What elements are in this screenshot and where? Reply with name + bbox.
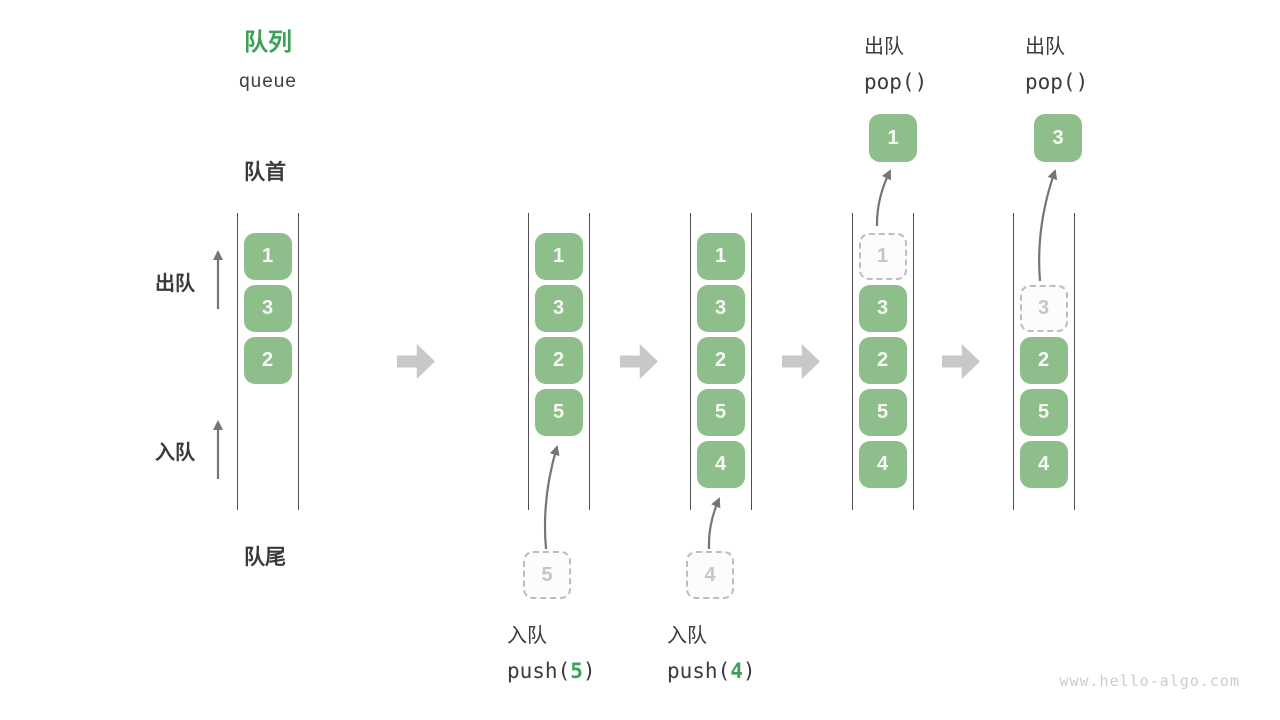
enqueue-op-label-step-push-4-zh: 入队 — [667, 625, 707, 647]
queue-cell-solid: 3 — [858, 285, 907, 332]
queue-cell-solid: 2 — [696, 337, 745, 384]
dequeue-op-label-step-pop-1-zh: 出队 — [864, 36, 904, 58]
enqueue-op-label-step-push-5-code-pre: push( — [507, 659, 571, 683]
queue-container-step-initial: 1 3 2 — [237, 213, 299, 510]
step-arrow-icon-2 — [620, 344, 658, 379]
dequeue-op-label-step-pop-1-code-pre: pop() — [864, 70, 928, 94]
queue-cell-solid: 1 — [243, 233, 292, 280]
step-arrow-icon-3 — [782, 344, 820, 379]
queue-cell-solid: 5 — [696, 389, 745, 436]
step-arrow-icon-1 — [397, 344, 435, 379]
queue-cell-solid: 3 — [243, 285, 292, 332]
popped-element-box: 1 — [869, 114, 917, 162]
watermark: www.hello-algo.com — [1059, 672, 1240, 690]
queue-cell-solid: 2 — [858, 337, 907, 384]
dequeue-op-label-step-pop-1-code: pop() — [864, 65, 927, 100]
dequeue-op-label-step-pop-3-code-pre: pop() — [1025, 70, 1089, 94]
dequeue-op-label-step-pop-3: 出队 pop() — [1025, 30, 1088, 100]
queue-rear-label: 队尾 — [244, 546, 286, 569]
dequeue-op-label-step-pop-3-code: pop() — [1025, 65, 1088, 100]
diagram-title-zh: 队列 — [244, 29, 292, 56]
queue-cell-solid: 1 — [534, 233, 583, 280]
enqueue-op-label-step-push-5-code-post: ) — [582, 659, 596, 683]
pending-element-box: 4 — [686, 551, 734, 599]
queue-cell-solid: 5 — [858, 389, 907, 436]
pending-element-box: 5 — [523, 551, 571, 599]
dequeue-op-label-step-pop-3-zh: 出队 — [1025, 36, 1065, 58]
queue-cell-solid: 4 — [696, 441, 745, 488]
enqueue-op-label-step-push-4-code: push(4) — [667, 654, 756, 689]
queue-cell-solid: 3 — [534, 285, 583, 332]
enqueue-op-label-step-push-5-code: push(5) — [507, 654, 596, 689]
queue-cell-solid: 3 — [696, 285, 745, 332]
enqueue-op-label-step-push-4: 入队 push(4) — [667, 619, 756, 689]
queue-cell-solid: 5 — [534, 389, 583, 436]
queue-cell-solid: 2 — [1019, 337, 1068, 384]
queue-container-step-pop-1: 1 3 2 5 4 — [852, 213, 914, 510]
dequeue-side-label: 出队 — [155, 273, 195, 295]
enqueue-op-label-step-push-4-code-pre: push( — [667, 659, 731, 683]
queue-container-step-push-5: 1 3 2 5 — [528, 213, 590, 510]
enqueue-op-label-step-push-5-zh: 入队 — [507, 625, 547, 647]
diagram-title-en: queue — [239, 71, 297, 92]
dequeue-op-label-step-pop-1: 出队 pop() — [864, 30, 927, 100]
queue-container-step-pop-3: 3 2 5 4 — [1013, 213, 1075, 510]
enqueue-op-label-step-push-4-code-arg: 4 — [730, 659, 743, 683]
enqueue-op-label-step-push-5: 入队 push(5) — [507, 619, 596, 689]
step-arrow-icon-4 — [942, 344, 980, 379]
queue-cell-solid: 4 — [858, 441, 907, 488]
queue-container-step-push-4: 1 3 2 5 4 — [690, 213, 752, 510]
queue-cell-solid: 2 — [243, 337, 292, 384]
enqueue-op-label-step-push-4-code-post: ) — [742, 659, 756, 683]
queue-cell-solid: 1 — [696, 233, 745, 280]
enqueue-side-label: 入队 — [155, 442, 195, 464]
queue-cell-dashed: 1 — [858, 233, 907, 280]
queue-cell-dashed: 3 — [1019, 285, 1068, 332]
queue-front-label: 队首 — [244, 161, 286, 184]
queue-cell-solid: 4 — [1019, 441, 1068, 488]
queue-cell-solid: 5 — [1019, 389, 1068, 436]
popped-element-box: 3 — [1034, 114, 1082, 162]
queue-cell-solid: 2 — [534, 337, 583, 384]
enqueue-op-label-step-push-5-code-arg: 5 — [570, 659, 583, 683]
